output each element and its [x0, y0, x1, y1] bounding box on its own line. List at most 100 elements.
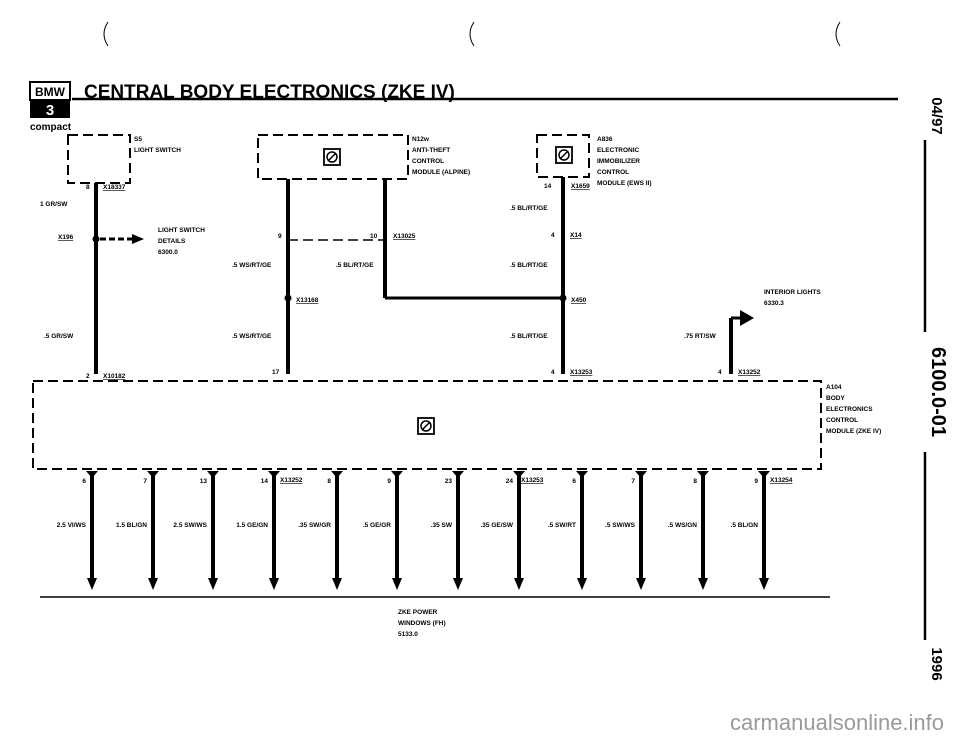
connector-label: X10182 [103, 373, 126, 380]
connector-label: X196 [58, 234, 74, 241]
pin-label: 24 [506, 478, 514, 485]
binder-mark-center [469, 21, 475, 47]
ref-label: ZKE POWER [398, 609, 438, 616]
wire-label: 1 GR/SW [40, 201, 68, 208]
arrow-down-icon [87, 578, 97, 590]
a104-id: A104 [826, 384, 842, 391]
year: 1996 [928, 647, 945, 680]
side-margin: 04/97 6100.0-01 1996 [923, 97, 949, 681]
n12w-desc: ANTI-THEFT [412, 147, 450, 154]
pin-label: 9 [387, 478, 391, 485]
wire-label: .5 WS/GN [668, 522, 698, 529]
a104-desc: MODULE (ZKE IV) [826, 428, 881, 435]
pin-label: 9 [754, 478, 758, 485]
logo-text: BMW [35, 85, 66, 99]
connector-label: X13168 [296, 297, 319, 304]
wire-label: .5 GR/SW [44, 333, 74, 340]
pin-label: 23 [445, 478, 453, 485]
wire-label: .5 SW/RT [548, 522, 576, 529]
pin-marker [331, 471, 343, 478]
date-code: 04/97 [928, 97, 945, 135]
pin-marker [452, 471, 464, 478]
module-symbol-icon [323, 148, 341, 166]
n12w-id: N12w [412, 136, 430, 143]
module-symbol-icon [417, 417, 435, 435]
connector-label: X13025 [393, 233, 416, 240]
a836-id: A836 [597, 136, 613, 143]
pin-marker [576, 471, 588, 478]
page-number: 6100.0-01 [927, 347, 949, 437]
ref-label: DETAILS [158, 238, 186, 245]
pin-label: 7 [631, 478, 635, 485]
wire-label: .5 BL/RT/GE [510, 205, 548, 212]
component-s5: S5 LIGHT SWITCH [67, 134, 181, 184]
pin-marker [758, 471, 770, 478]
pin-marker [147, 471, 159, 478]
pin-label: 8 [327, 478, 331, 485]
subtitle: compact [30, 122, 72, 133]
connector-label: X18337 [103, 184, 126, 191]
wire-label: .5 WS/RT/GE [232, 262, 272, 269]
n12w-desc: MODULE (ALPINE) [412, 169, 470, 176]
ref-label: 6300.0 [158, 249, 178, 256]
arrow-down-icon [392, 578, 402, 590]
arrow-down-icon [636, 578, 646, 590]
connector-label: X13252 [280, 477, 303, 484]
pin-label: 4 [551, 369, 555, 376]
connector-label: X450 [571, 297, 587, 304]
pin-label: 13 [200, 478, 208, 485]
pin-label: 6 [82, 478, 86, 485]
component-a104: A104 BODY ELECTRONICS CONTROL MODULE (ZK… [32, 380, 881, 470]
wire-label: .5 BL/RT/GE [510, 333, 548, 340]
wire-label: .35 SW [431, 522, 453, 529]
wire-label: .75 RT/SW [684, 333, 717, 340]
s5-id: S5 [134, 136, 142, 143]
bmw-logo: BMW 3 [29, 81, 71, 119]
pin-label: 14 [544, 183, 552, 190]
wire-label: 2.5 VI/WS [57, 522, 87, 529]
connector-label: X13254 [770, 477, 793, 484]
arrow-down-icon [208, 578, 218, 590]
arrow-down-icon [759, 578, 769, 590]
arrow-down-icon [577, 578, 587, 590]
binder-mark-right [835, 21, 841, 47]
pin-label: 9 [278, 233, 282, 240]
a836-desc: MODULE (EWS II) [597, 180, 652, 187]
arrow-down-icon [453, 578, 463, 590]
wire-label: 1.5 BL/GN [116, 522, 147, 529]
arrow-down-icon [269, 578, 279, 590]
a104-desc: ELECTRONICS [826, 406, 873, 413]
pin-marker [207, 471, 219, 478]
connector-label: X1659 [571, 183, 590, 190]
a836-desc: ELECTRONIC [597, 147, 640, 154]
watermark: carmanualsonline.info [730, 710, 944, 735]
pin-marker [268, 471, 280, 478]
ref-label: LIGHT SWITCH [158, 227, 205, 234]
wire-label: .5 SW/WS [605, 522, 636, 529]
wire-label: .5 BL/GN [731, 522, 759, 529]
pin-label: 14 [261, 478, 269, 485]
n12w-desc: CONTROL [412, 158, 444, 165]
wire-label: .5 GE/GR [363, 522, 391, 529]
pin-label: 7 [143, 478, 147, 485]
pin-label: 4 [551, 232, 555, 239]
series-badge: 3 [46, 102, 54, 119]
a836-desc: IMMOBILIZER [597, 158, 640, 165]
wire-label: .5 WS/RT/GE [232, 333, 272, 340]
connector-label: X14 [570, 232, 582, 239]
pin-label: 8 [86, 184, 90, 191]
wire-label: .35 SW/GR [298, 522, 331, 529]
pin-label: 4 [718, 369, 722, 376]
wire-label: 1.5 GE/GN [236, 522, 268, 529]
wire-label: 2.5 SW/WS [173, 522, 207, 529]
arrow-down-icon [148, 578, 158, 590]
pin-marker [391, 471, 403, 478]
pin-marker [697, 471, 709, 478]
wire-label: .5 BL/RT/GE [510, 262, 548, 269]
component-n12w: N12w ANTI-THEFT CONTROL MODULE (ALPINE) [257, 134, 470, 180]
pin-label: 10 [370, 233, 378, 240]
connector-label: X13253 [570, 369, 593, 376]
arrow-right-icon [740, 310, 754, 326]
arrow-down-icon [514, 578, 524, 590]
